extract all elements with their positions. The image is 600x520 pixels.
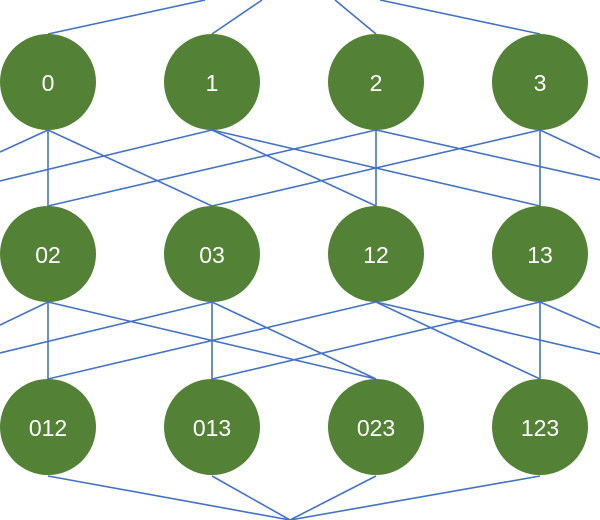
edge-top-1 xyxy=(211,0,263,35)
node-label: 3 xyxy=(534,70,547,96)
node-02: 02 xyxy=(0,206,96,302)
edge-top-3 xyxy=(379,0,541,35)
edge-top-0 xyxy=(47,0,206,35)
node-circle xyxy=(328,34,424,130)
node-label: 123 xyxy=(521,415,559,441)
node-circle xyxy=(0,379,96,475)
node-label: 012 xyxy=(29,415,67,441)
node-circle xyxy=(164,34,260,130)
node-label: 12 xyxy=(363,242,389,268)
node-circle xyxy=(164,379,260,475)
edge-offscreen xyxy=(375,129,600,181)
node-label: 02 xyxy=(35,242,61,268)
node-label: 03 xyxy=(199,242,225,268)
node-012: 012 xyxy=(0,379,96,475)
edge-3-03 xyxy=(211,129,541,207)
node-1: 1 xyxy=(164,34,260,130)
node-label: 013 xyxy=(193,415,231,441)
edge-1-12 xyxy=(211,129,377,207)
node-label: 13 xyxy=(527,242,553,268)
edge-top-2 xyxy=(334,0,377,35)
edge-bottom-2 xyxy=(289,475,377,520)
node-circle xyxy=(164,206,260,302)
edge-offscreen xyxy=(539,129,600,159)
node-2: 2 xyxy=(328,34,424,130)
edge-12-123 xyxy=(375,301,541,380)
node-03: 03 xyxy=(164,206,260,302)
node-3: 3 xyxy=(492,34,588,130)
node-label: 1 xyxy=(206,70,219,96)
node-circle xyxy=(492,206,588,302)
edge-bottom-3 xyxy=(289,475,541,520)
edge-offscreen xyxy=(0,129,213,182)
edge-offscreen xyxy=(539,301,600,329)
edge-bottom-1 xyxy=(211,475,291,520)
edge-bottom-0 xyxy=(47,475,291,520)
node-013: 013 xyxy=(164,379,260,475)
node-12: 12 xyxy=(328,206,424,302)
node-circle xyxy=(0,34,96,130)
node-label: 0 xyxy=(42,70,55,96)
edge-offscreen xyxy=(375,301,600,355)
edge-offscreen xyxy=(0,301,213,354)
node-circle xyxy=(328,206,424,302)
node-circle xyxy=(492,34,588,130)
node-123: 123 xyxy=(492,379,588,475)
edge-12-012 xyxy=(47,301,377,380)
node-023: 023 xyxy=(328,379,424,475)
edge-03-023 xyxy=(211,301,377,380)
node-13: 13 xyxy=(492,206,588,302)
node-0: 0 xyxy=(0,34,96,130)
edge-offscreen xyxy=(0,129,49,153)
edge-0-03 xyxy=(47,129,213,207)
edge-offscreen xyxy=(0,301,49,326)
node-label: 023 xyxy=(357,415,395,441)
node-circle xyxy=(492,379,588,475)
edge-2-02 xyxy=(47,129,377,207)
node-label: 2 xyxy=(370,70,383,96)
node-circle xyxy=(328,379,424,475)
node-circle xyxy=(0,206,96,302)
edge-13-013 xyxy=(211,301,541,380)
